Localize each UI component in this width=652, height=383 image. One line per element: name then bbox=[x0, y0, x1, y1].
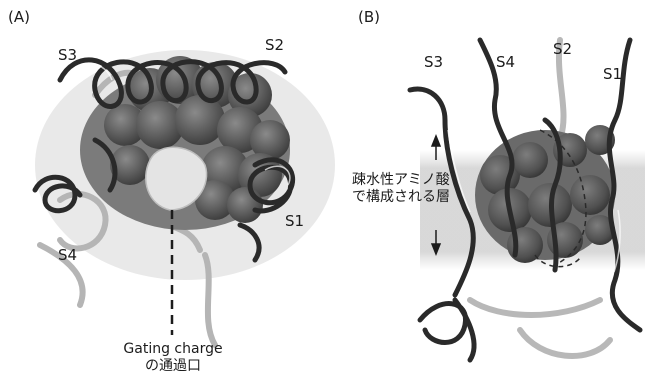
panel-b-letter: (B) bbox=[358, 10, 380, 25]
panel-b-label-s1: S1 bbox=[603, 67, 622, 82]
panel-b-layer-caption: 疎水性アミノ酸 で構成される層 bbox=[352, 172, 450, 206]
panel-b-layer-caption-line1: 疎水性アミノ酸 bbox=[352, 172, 450, 189]
panel-a-label-s4: S4 bbox=[58, 248, 77, 263]
panel-a-label-s1: S1 bbox=[285, 214, 304, 229]
panel-a-structure bbox=[35, 50, 335, 345]
panel-b-layer-caption-line2: で構成される層 bbox=[352, 189, 450, 206]
panel-a-label-s3: S3 bbox=[58, 48, 77, 63]
panel-a-gating-caption-line2: の通過口 bbox=[98, 358, 248, 375]
panel-a-label-s2: S2 bbox=[265, 38, 284, 53]
panel-b-label-s2: S2 bbox=[553, 42, 572, 57]
panel-b-label-s4: S4 bbox=[496, 55, 515, 70]
panel-a-gating-caption: Gating charge の通過口 bbox=[98, 341, 248, 375]
panel-b-label-s3: S3 bbox=[424, 55, 443, 70]
panel-a-letter: (A) bbox=[8, 10, 30, 25]
panel-a-gating-caption-line1: Gating charge bbox=[98, 341, 248, 358]
